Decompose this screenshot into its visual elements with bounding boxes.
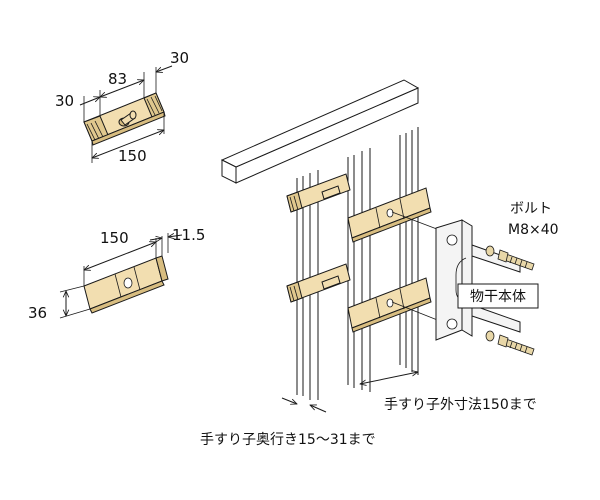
main-body-bracket bbox=[435, 219, 521, 341]
depth-label: 手すり子奥行き15～31まで bbox=[200, 431, 376, 448]
back-spacer-lower bbox=[286, 263, 351, 303]
dim-bottom-length-150: 150 bbox=[100, 229, 129, 247]
dim-left-30: 30 bbox=[55, 92, 74, 110]
handrail bbox=[220, 79, 451, 400]
outer-width-label: 手すり子外寸法150まで bbox=[384, 397, 537, 413]
dim-top-length-150: 150 bbox=[118, 147, 147, 165]
bolt-label: ボルト bbox=[510, 201, 552, 217]
dim-thickness-11-5: 11.5 bbox=[172, 226, 205, 244]
bolt-upper bbox=[485, 245, 535, 271]
front-plate-lower bbox=[347, 277, 432, 333]
dim-right-30: 30 bbox=[170, 49, 189, 67]
main-body-label-box bbox=[457, 283, 539, 309]
top-piece-dimensions bbox=[79, 65, 173, 163]
main-body-label: 物干本体 bbox=[470, 289, 526, 305]
top-spacer-piece bbox=[83, 92, 166, 146]
bottom-piece-dimensions bbox=[59, 233, 183, 319]
outer-width-dimension bbox=[360, 372, 418, 384]
bolt-lower bbox=[485, 330, 535, 356]
dim-middle-83: 83 bbox=[108, 70, 127, 88]
dim-height-36: 36 bbox=[28, 304, 47, 322]
front-plate-upper bbox=[347, 187, 432, 243]
balusters bbox=[296, 127, 419, 400]
bolt-size-label: M8×40 bbox=[508, 222, 559, 238]
bottom-plate-piece bbox=[83, 255, 169, 314]
back-spacer-upper bbox=[286, 173, 351, 213]
depth-dimension bbox=[281, 397, 327, 413]
